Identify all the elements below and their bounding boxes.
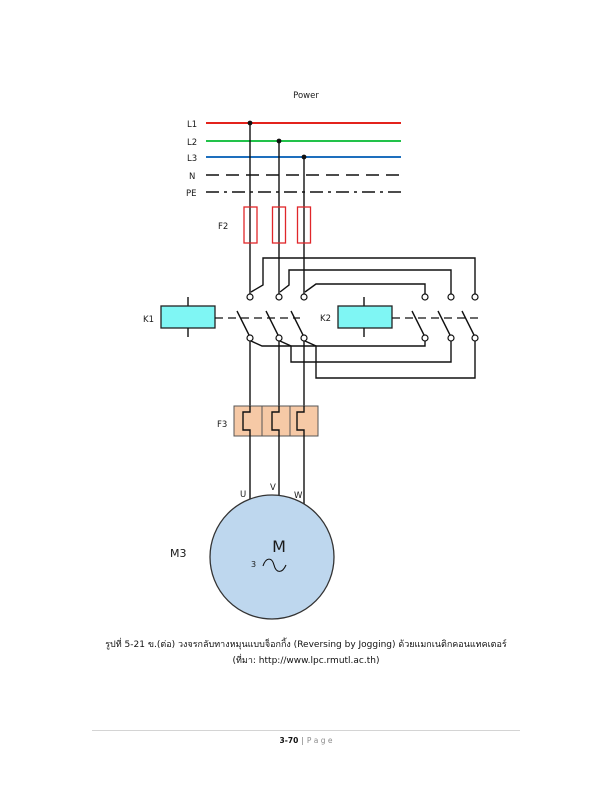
k2-terminal-top-1	[421, 293, 429, 301]
junction-dot-l1	[247, 120, 253, 126]
motor-body	[209, 494, 335, 620]
motor-m3: M 3 M3	[170, 494, 335, 620]
feeder-wires	[247, 120, 307, 294]
line-label-n: N	[189, 172, 195, 182]
caption-line-2: (ที่มา: http://www.lpc.rmutl.ac.th)	[232, 656, 380, 666]
k2-terminal-bottom-1	[421, 334, 429, 342]
k2-terminal-top-2	[447, 293, 455, 301]
line-label-pe: PE	[186, 189, 197, 199]
caption-line-1: รูปที่ 5-21 ข.(ต่อ) วงจรกลับทางหมุนแบบจ็…	[105, 640, 507, 650]
reversing-motor-links	[250, 340, 476, 379]
ac-tilde-icon	[262, 558, 287, 572]
fuse-l1	[243, 206, 258, 244]
reversing-supply-links	[250, 257, 476, 294]
contactor-k1: K1	[143, 293, 308, 342]
page-word: P a g e	[306, 736, 333, 745]
k1-terminal-bottom-3	[300, 334, 308, 342]
line-label-l1: L1	[187, 120, 197, 130]
figure-caption: รูปที่ 5-21 ข.(ต่อ) วงจรกลับทางหมุนแบบจ็…	[0, 637, 612, 669]
k2-coil	[337, 305, 393, 329]
k2-contact-blade-1	[411, 310, 425, 336]
motor-label: M3	[170, 547, 187, 560]
fuses-f2: F2	[218, 206, 312, 244]
k2-contact-blade-3	[461, 310, 475, 336]
footer-separator: |	[301, 736, 304, 745]
power-label: Power	[293, 91, 319, 101]
link-k2-to-w	[304, 340, 476, 379]
fuse-label: F2	[218, 222, 228, 232]
contactor-k1-label: K1	[143, 315, 154, 325]
k1-terminal-bottom-2	[275, 334, 283, 342]
line-label-l2: L2	[187, 138, 197, 148]
k1-contact-blade-3	[290, 310, 304, 336]
k1-contact-blade-1	[236, 310, 250, 336]
fuse-l2	[271, 206, 287, 244]
k1-terminal-top-2	[275, 293, 283, 301]
page-footer: 3-70|P a g e	[0, 735, 612, 747]
terminal-label-u: U	[240, 490, 246, 500]
link-l1-to-k2	[250, 257, 476, 294]
supply-busbars: L1 L2 L3 N PE	[186, 120, 401, 199]
k1-terminal-top-3	[300, 293, 308, 301]
terminal-label-v: V	[270, 483, 276, 493]
link-k2-to-u	[250, 340, 426, 347]
k2-contact-blade-2	[437, 310, 451, 336]
motor-phase-count: 3	[251, 560, 256, 569]
k2-terminal-top-3	[471, 293, 479, 301]
contactor-k2: K2	[320, 293, 479, 342]
junction-dot-l2	[276, 138, 282, 144]
junction-dot-l3	[301, 154, 307, 160]
footer-rule	[92, 730, 520, 731]
link-l2-to-k2	[279, 269, 452, 294]
fuse-l3	[296, 206, 312, 244]
thermal-element-icon-3	[296, 406, 305, 436]
link-k2-to-v	[279, 340, 452, 363]
contactor-output-wires	[249, 341, 305, 406]
motor-symbol: M	[272, 537, 286, 556]
k1-terminal-bottom-1	[246, 334, 254, 342]
motor-leads: U V W	[240, 436, 305, 504]
k1-coil	[160, 305, 216, 329]
overload-element-1	[233, 405, 263, 437]
thermal-element-icon-1	[242, 406, 251, 436]
contactor-k2-label: K2	[320, 314, 331, 324]
overload-relay-label: F3	[217, 420, 227, 430]
k1-contact-blade-2	[265, 310, 279, 336]
k2-terminal-bottom-3	[471, 334, 479, 342]
overload-element-2	[261, 405, 291, 437]
line-label-l3: L3	[187, 154, 197, 164]
link-l3-to-k2	[304, 283, 426, 294]
k1-terminal-top-1	[246, 293, 254, 301]
thermal-element-icon-2	[271, 406, 280, 436]
page-number: 3-70	[279, 736, 299, 745]
overload-relay-f3: F3	[217, 405, 319, 437]
terminal-label-w: W	[294, 491, 303, 501]
k2-terminal-bottom-2	[447, 334, 455, 342]
